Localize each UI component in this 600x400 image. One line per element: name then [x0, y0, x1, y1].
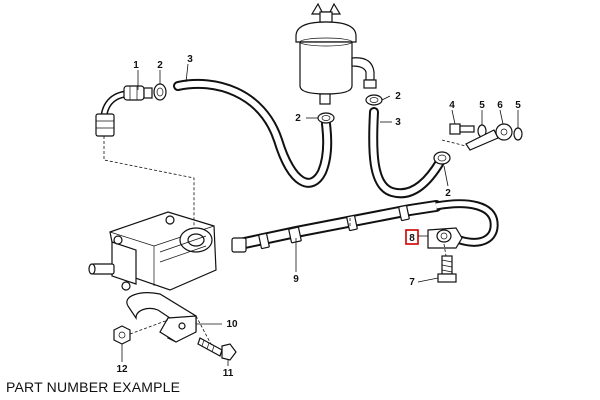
- callout-1: 1: [133, 60, 139, 71]
- callout-numbers: 1 2 3 2 2 3 2 4 5 6 5 8 9 7 10 12 11: [116, 54, 521, 379]
- pressure-hose-9: [231, 199, 499, 253]
- supply-hose-3: [368, 107, 445, 199]
- hose-clamp-right-top: [365, 94, 383, 106]
- mounting-bracket-10: [126, 292, 197, 343]
- callout-10: 10: [226, 319, 238, 330]
- callout-6: 6: [497, 100, 503, 111]
- callout-5: 5: [515, 100, 521, 111]
- callout-2: 2: [395, 91, 401, 102]
- hose-clamp-right-bottom: [433, 151, 451, 165]
- callout-7: 7: [409, 277, 415, 288]
- pressure-line-1: [95, 85, 153, 137]
- banjo-bolt-4: [449, 123, 475, 135]
- sealing-washer-5b: [513, 127, 523, 141]
- return-hose-3: [173, 78, 333, 188]
- callout-8: 8: [409, 233, 415, 244]
- callout-2: 2: [295, 113, 301, 124]
- callout-5: 5: [479, 100, 485, 111]
- hex-nut-12: [113, 325, 131, 345]
- banjo-bolt-7: [437, 255, 457, 283]
- callout-4: 4: [449, 100, 455, 111]
- callout-12: 12: [116, 364, 128, 375]
- hex-bolt-11: [197, 337, 237, 361]
- diagram-caption: PART NUMBER EXAMPLE: [6, 379, 181, 395]
- assembly-dashed-lines: [103, 136, 467, 347]
- callout-2: 2: [157, 60, 163, 71]
- callout-3: 3: [187, 54, 193, 65]
- banjo-fitting-8: [405, 227, 463, 249]
- hose-clamp-left: [153, 83, 167, 101]
- fluid-reservoir: [295, 2, 377, 105]
- banjo-elbow-6: [465, 123, 513, 151]
- hose-clamp-reservoir: [317, 112, 335, 124]
- callout-3: 3: [395, 117, 401, 128]
- callout-leader-lines: [121, 63, 519, 366]
- callout-2: 2: [445, 188, 451, 199]
- callout-11: 11: [223, 368, 234, 379]
- highlight-box: [405, 229, 419, 245]
- power-steering-pump: [88, 211, 217, 291]
- callout-9: 9: [293, 274, 299, 285]
